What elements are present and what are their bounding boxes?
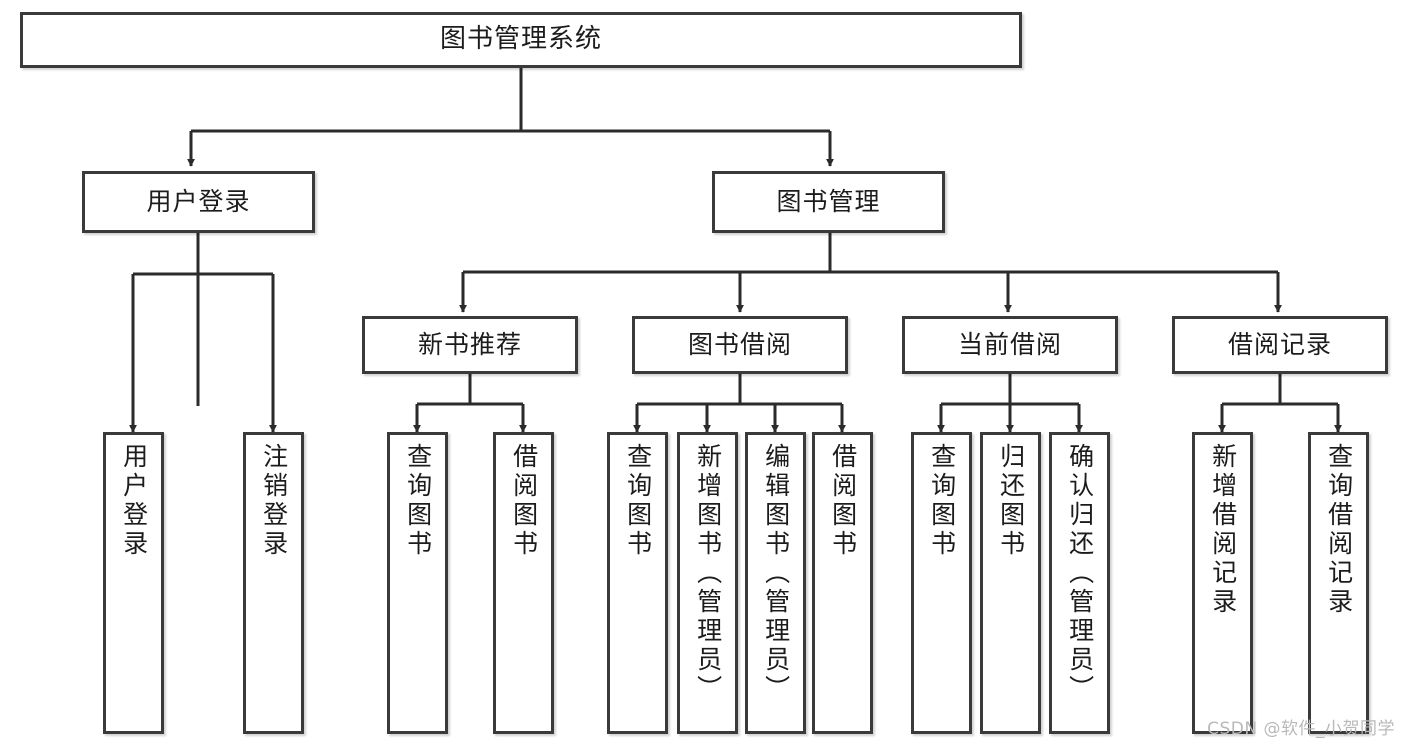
node-book-management[interactable]: 图书管理 xyxy=(712,171,945,233)
node-label: 查询图书 xyxy=(927,443,957,559)
node-user-login[interactable]: 用户登录 xyxy=(82,171,315,233)
node-label: 借阅图书 xyxy=(509,443,539,559)
node-leaf-query-book-2[interactable]: 查询图书 xyxy=(607,432,668,734)
node-leaf-return-book[interactable]: 归还图书 xyxy=(980,432,1041,734)
node-root-system[interactable]: 图书管理系统 xyxy=(20,12,1022,68)
node-book-borrow[interactable]: 图书借阅 xyxy=(632,316,848,374)
node-label: 新书推荐 xyxy=(417,329,522,359)
node-label: 查询借阅记录 xyxy=(1324,443,1354,617)
node-current-borrow[interactable]: 当前借阅 xyxy=(902,316,1118,374)
node-label: 新增借阅记录 xyxy=(1208,443,1238,617)
node-leaf-query-book-1[interactable]: 查询图书 xyxy=(387,432,448,734)
node-label: 当前借阅 xyxy=(957,329,1062,359)
node-leaf-logout-login[interactable]: 注销登录 xyxy=(243,432,304,734)
node-leaf-user-login[interactable]: 用户登录 xyxy=(103,432,164,734)
node-leaf-add-book[interactable]: 新增图书（管理员） xyxy=(677,432,738,734)
node-label: 编辑图书（管理员） xyxy=(761,443,791,704)
csdn-watermark: CSDN @软件_小贺同学 xyxy=(1207,719,1395,739)
node-label: 注销登录 xyxy=(259,443,289,559)
node-label: 查询图书 xyxy=(623,443,653,559)
node-label: 图书借阅 xyxy=(687,329,792,359)
node-leaf-query-book-3[interactable]: 查询图书 xyxy=(911,432,972,734)
node-leaf-borrow-book-1[interactable]: 借阅图书 xyxy=(493,432,554,734)
node-borrow-record[interactable]: 借阅记录 xyxy=(1172,316,1388,374)
node-leaf-add-record[interactable]: 新增借阅记录 xyxy=(1192,432,1253,734)
node-label: 图书管理 xyxy=(776,186,881,216)
node-label: 图书管理系统 xyxy=(439,24,602,55)
node-label: 借阅记录 xyxy=(1227,329,1332,359)
node-label: 新增图书（管理员） xyxy=(693,443,723,704)
node-label: 归还图书 xyxy=(996,443,1026,559)
node-label: 确认归还（管理员） xyxy=(1065,443,1095,704)
node-label: 用户登录 xyxy=(146,186,251,216)
node-leaf-edit-book[interactable]: 编辑图书（管理员） xyxy=(745,432,806,734)
node-label: 用户登录 xyxy=(119,443,149,559)
node-leaf-borrow-book-2[interactable]: 借阅图书 xyxy=(812,432,873,734)
node-label: 查询图书 xyxy=(403,443,433,559)
node-leaf-confirm-return[interactable]: 确认归还（管理员） xyxy=(1049,432,1110,734)
node-new-book-recommend[interactable]: 新书推荐 xyxy=(362,316,578,374)
node-label: 借阅图书 xyxy=(828,443,858,559)
node-leaf-query-record[interactable]: 查询借阅记录 xyxy=(1308,432,1369,734)
